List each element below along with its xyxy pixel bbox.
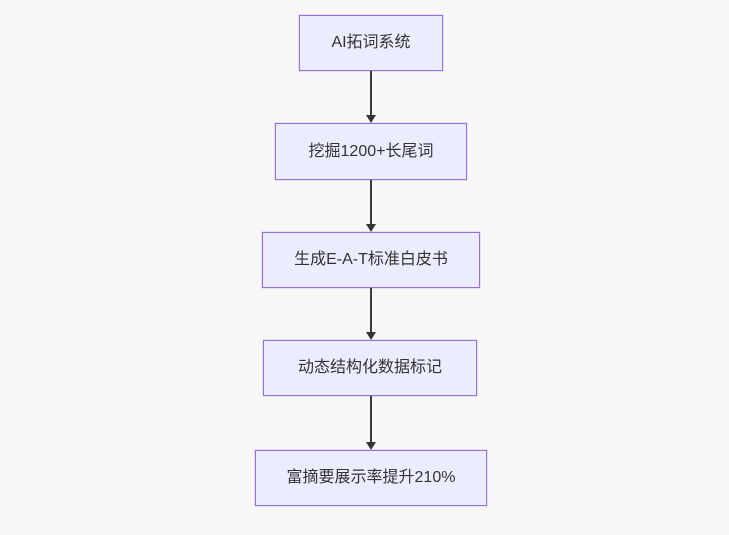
arrow-down-icon — [366, 442, 376, 450]
flow-arrow-3 — [365, 288, 377, 340]
node-label: 挖掘1200+长尾词 — [308, 142, 434, 160]
flowchart-node-ai-word-expansion-system: AI拓词系统 — [299, 15, 443, 71]
node-label: 动态结构化数据标记 — [297, 359, 442, 377]
arrow-shaft — [370, 180, 372, 224]
flow-arrow-2 — [365, 180, 377, 232]
arrow-down-icon — [366, 115, 376, 123]
arrow-down-icon — [366, 332, 376, 340]
arrow-shaft — [370, 396, 372, 442]
flowchart-node-dynamic-structured-data-markup: 动态结构化数据标记 — [263, 340, 477, 396]
flowchart-node-rich-snippet-rate-increase: 富摘要展示率提升210% — [255, 450, 487, 506]
flowchart-node-generate-eat-whitepaper: 生成E-A-T标准白皮书 — [262, 232, 480, 288]
node-label: AI拓词系统 — [331, 34, 411, 52]
arrow-down-icon — [366, 224, 376, 232]
flowchart-node-mine-longtail-keywords: 挖掘1200+长尾词 — [275, 123, 467, 180]
node-label: 富摘要展示率提升210% — [286, 469, 456, 487]
flow-arrow-4 — [365, 396, 377, 450]
arrow-shaft — [370, 288, 372, 332]
flow-arrow-1 — [365, 71, 377, 123]
arrow-shaft — [370, 71, 372, 115]
node-label: 生成E-A-T标准白皮书 — [294, 251, 448, 269]
